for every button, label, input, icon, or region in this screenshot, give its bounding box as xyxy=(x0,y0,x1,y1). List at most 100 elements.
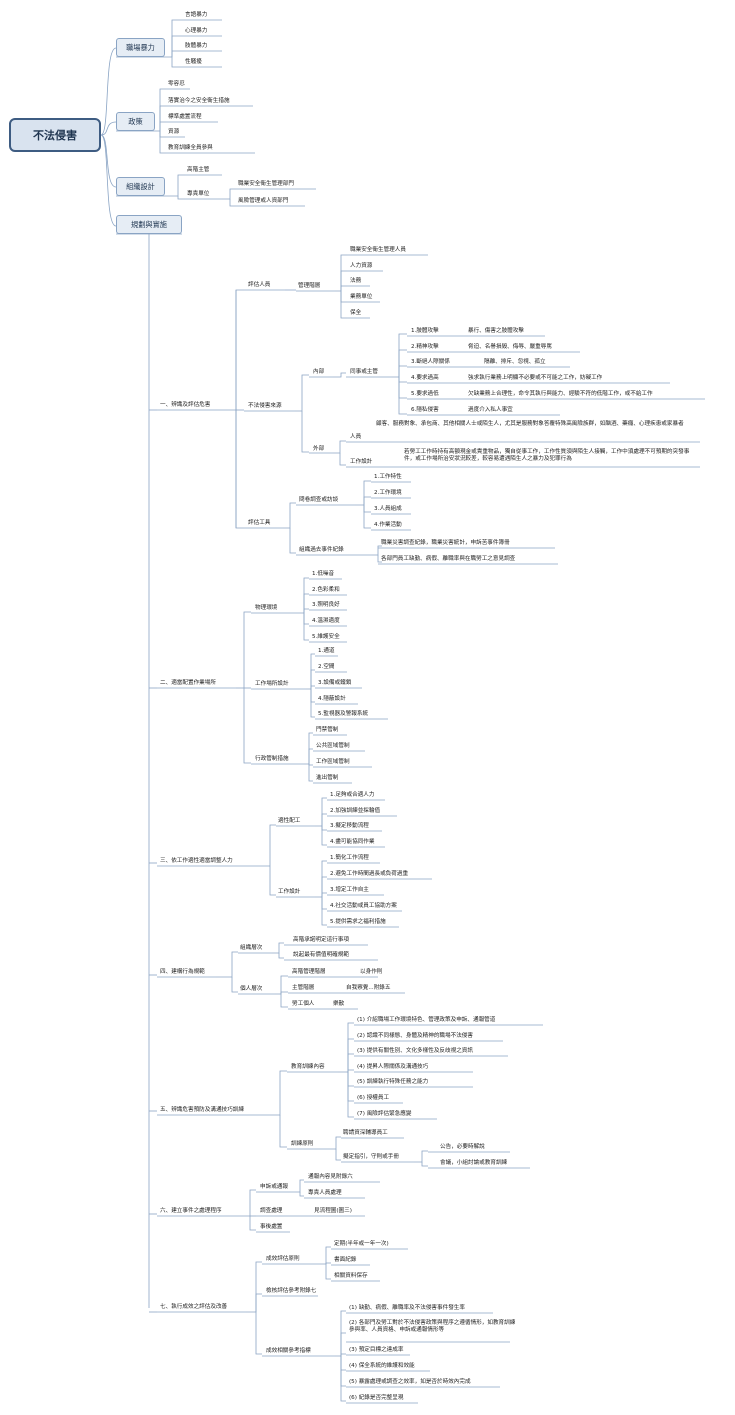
node-internal-desc[interactable]: 脅迫、名譽損毀、侮辱、嚴重辱罵 xyxy=(468,344,552,350)
node-internal-desc[interactable]: 過度介入私人事宜 xyxy=(468,407,513,413)
node-checklist[interactable]: 檢核評估參考附錄七 xyxy=(266,1288,317,1294)
node-senior[interactable]: 高階管理階層 xyxy=(292,969,326,975)
node-records-item[interactable]: 職業災害調查紀錄，職業災害統計，申訴苦事件簿冊 xyxy=(381,540,510,546)
node-internal-type[interactable]: 5.要求過低 xyxy=(411,391,439,397)
node-guide-item[interactable]: 會議，小組討論或教育訓練 xyxy=(440,1160,508,1166)
node-work-setting[interactable]: 工作設計 xyxy=(350,459,373,465)
node-content-item[interactable]: (7) 風險評估緊急應變 xyxy=(357,1111,412,1117)
node-senior-item[interactable]: 以身作則 xyxy=(360,969,383,975)
node-investigate-item[interactable]: 見流程圖(圖三) xyxy=(314,1208,352,1214)
node-survey[interactable]: 問卷調查或訪談 xyxy=(299,497,339,503)
node-eval-principle[interactable]: 成效評估原則 xyxy=(266,1256,300,1262)
node-alloc-item[interactable]: 3.擬定移動流程 xyxy=(330,823,369,829)
section-5[interactable]: 五、辨識危害預防及溝通技巧訓練 xyxy=(160,1107,244,1113)
section-6[interactable]: 六、建立事件之處理程序 xyxy=(160,1208,222,1214)
node-person[interactable]: 人員 xyxy=(350,434,362,440)
node-eval-tools[interactable]: 評估工具 xyxy=(248,520,271,526)
node-design-item[interactable]: 4.隱蔽設計 xyxy=(318,696,346,702)
node-policy-item[interactable]: 零容忍 xyxy=(168,81,185,87)
node-physical-item[interactable]: 5.維護安全 xyxy=(312,634,340,640)
node-work-desc[interactable]: 若勞工工作時持有高額現金或貴重物品，獨自從事工作，工作性質須與陌生人接觸，工作中… xyxy=(404,449,690,462)
node-mgmt-item[interactable]: 保全 xyxy=(350,310,362,316)
node-internal-desc[interactable]: 暴行、傷害之肢體攻擊 xyxy=(468,328,524,334)
node-indicator-item[interactable]: (1) 缺勤、病假、離職率及不法侵害事件發生率 xyxy=(349,1305,465,1311)
node-design-item[interactable]: 1.通道 xyxy=(318,648,335,654)
section-1[interactable]: 一、辨識及評估危害 xyxy=(160,402,211,408)
node-survey-item[interactable]: 2.工作環境 xyxy=(374,490,402,496)
node-psychological-violence[interactable]: 心理暴力 xyxy=(185,28,208,34)
node-physical-item[interactable]: 2.色彩柔和 xyxy=(312,587,340,593)
node-alloc-item[interactable]: 4.盡可能協同作業 xyxy=(330,839,375,845)
node-complaint-item[interactable]: 專責人員處理 xyxy=(308,1190,342,1196)
node-worker[interactable]: 勞工個人 xyxy=(292,1001,315,1007)
node-internal-type[interactable]: 2.精神攻擊 xyxy=(411,344,439,350)
node-org-level[interactable]: 組織層次 xyxy=(240,945,263,951)
node-internal-desc[interactable]: 強求執行業務上明顯不必要或不可能之工作，妨礙工作 xyxy=(468,375,603,381)
node-policy-item[interactable]: 教育訓練全員參與 xyxy=(168,145,213,151)
node-job-item[interactable]: 4.社交活動或員工協助方案 xyxy=(330,903,397,909)
node-eval-principle-item[interactable]: 相關資料保存 xyxy=(334,1273,368,1279)
node-job[interactable]: 工作設計 xyxy=(278,889,301,895)
branch-org-design[interactable]: 組織設計 xyxy=(116,177,165,196)
node-indicator-item[interactable]: (5) 暴露處理或調查之效率，如是否於時效內完成 xyxy=(349,1379,471,1385)
node-eval-people[interactable]: 評估人員 xyxy=(248,282,271,288)
node-internal-desc[interactable]: 欠缺業務上合理性，命令其執行與能力、經驗不符的低階工作，或不給工作 xyxy=(468,391,653,397)
node-org-item[interactable]: 高階主管 xyxy=(187,167,210,173)
node-internal-type[interactable]: 4.要求過高 xyxy=(411,375,439,381)
node-verbal-violence[interactable]: 言語暴力 xyxy=(185,12,208,18)
node-worker-item[interactable]: 樂散 xyxy=(333,1001,345,1007)
node-admin-item[interactable]: 門禁管制 xyxy=(316,727,339,733)
branch-workplace-violence[interactable]: 職場暴力 xyxy=(116,38,165,57)
node-external[interactable]: 外部 xyxy=(313,446,325,452)
node-content-item[interactable]: (6) 授權員工 xyxy=(357,1095,390,1101)
node-content-item[interactable]: (3) 提供有關性別、文化多樣性及反歧視之資訊 xyxy=(357,1048,473,1054)
node-indiv-level[interactable]: 個人層次 xyxy=(240,986,263,992)
node-alloc-item[interactable]: 1.足夠或合適人力 xyxy=(330,792,375,798)
node-indicator-item[interactable]: (2) 各部門及勞工對於不法侵害政策與程序之遵循情形，如教育訓練參與率、人員資格… xyxy=(349,1320,516,1333)
node-records-item[interactable]: 各部門員工缺勤、病假、離職率與在職勞工之意見調查 xyxy=(381,556,516,562)
node-sources[interactable]: 不法侵害來源 xyxy=(248,403,282,409)
node-eval-principle-item[interactable]: 定期(半年或一年一次) xyxy=(334,1241,389,1247)
node-principle-item[interactable]: 聘請資深輔導員工 xyxy=(343,1130,388,1136)
node-principle-item[interactable]: 擬定指引，守則或手冊 xyxy=(343,1154,399,1160)
node-policy-item[interactable]: 落實治今之安全衛生措施 xyxy=(168,98,230,104)
node-mgmt-item[interactable]: 職業安全衛生管理人員 xyxy=(350,247,406,253)
node-aftermath[interactable]: 事後處置 xyxy=(260,1224,283,1230)
node-alloc-item[interactable]: 2.加強訓練並採輪值 xyxy=(330,808,381,814)
node-policy-item[interactable]: 標準處置流程 xyxy=(168,114,202,120)
branch-policy[interactable]: 政策 xyxy=(116,112,155,131)
node-physical[interactable]: 物理環境 xyxy=(255,605,278,611)
node-investigate[interactable]: 調查處理 xyxy=(260,1208,283,1214)
node-physical-violence[interactable]: 肢體暴力 xyxy=(185,43,208,49)
node-training-content[interactable]: 教育訓練內容 xyxy=(291,1064,325,1070)
node-records[interactable]: 組織過去事件紀錄 xyxy=(299,547,344,553)
node-indicators[interactable]: 成效相關參考指標 xyxy=(266,1348,311,1354)
node-guide-item[interactable]: 公告，必要時解說 xyxy=(440,1144,485,1150)
node-supervisor-item[interactable]: 自我察覺...附錄五 xyxy=(346,985,391,991)
node-design-item[interactable]: 5.監視器及警報系統 xyxy=(318,711,369,717)
node-colleague[interactable]: 同事或主管 xyxy=(350,369,378,375)
node-mgmt-item[interactable]: 人力資源 xyxy=(350,263,373,269)
node-internal-type[interactable]: 1.肢體攻擊 xyxy=(411,328,439,334)
node-org-level-item[interactable]: 說起最有價值明確規範 xyxy=(293,952,349,958)
node-admin-item[interactable]: 進出管制 xyxy=(316,775,339,781)
node-design[interactable]: 工作場所設計 xyxy=(255,681,289,687)
node-complaint[interactable]: 申訴或通報 xyxy=(260,1184,288,1190)
node-training-principle[interactable]: 訓練原則 xyxy=(291,1141,314,1147)
section-2[interactable]: 二、適當配置作業場所 xyxy=(160,680,216,686)
node-survey-item[interactable]: 1.工作特性 xyxy=(374,474,402,480)
node-sexual-harassment[interactable]: 性騷擾 xyxy=(185,59,202,65)
node-org-item[interactable]: 專責單位 xyxy=(187,191,210,197)
node-mgmt-item[interactable]: 業務單位 xyxy=(350,294,373,300)
node-org-level-item[interactable]: 高階承諾明定這行事項 xyxy=(293,937,349,943)
section-4[interactable]: 四、建構行為規範 xyxy=(160,969,205,975)
node-policy-item[interactable]: 資源 xyxy=(168,129,180,135)
node-complaint-item[interactable]: 通報內容見附錄六 xyxy=(308,1174,353,1180)
node-survey-item[interactable]: 4.作業活動 xyxy=(374,522,402,528)
node-supervisor[interactable]: 主管階層 xyxy=(292,985,315,991)
root-node[interactable]: 不法侵害 xyxy=(9,118,101,152)
section-3[interactable]: 三、依工作適性適當調整人力 xyxy=(160,858,233,864)
node-admin[interactable]: 行政管制措施 xyxy=(255,756,289,762)
node-mgmt-item[interactable]: 法務 xyxy=(350,278,362,284)
node-unit-item[interactable]: 職業安全衛生管理部門 xyxy=(238,181,294,187)
